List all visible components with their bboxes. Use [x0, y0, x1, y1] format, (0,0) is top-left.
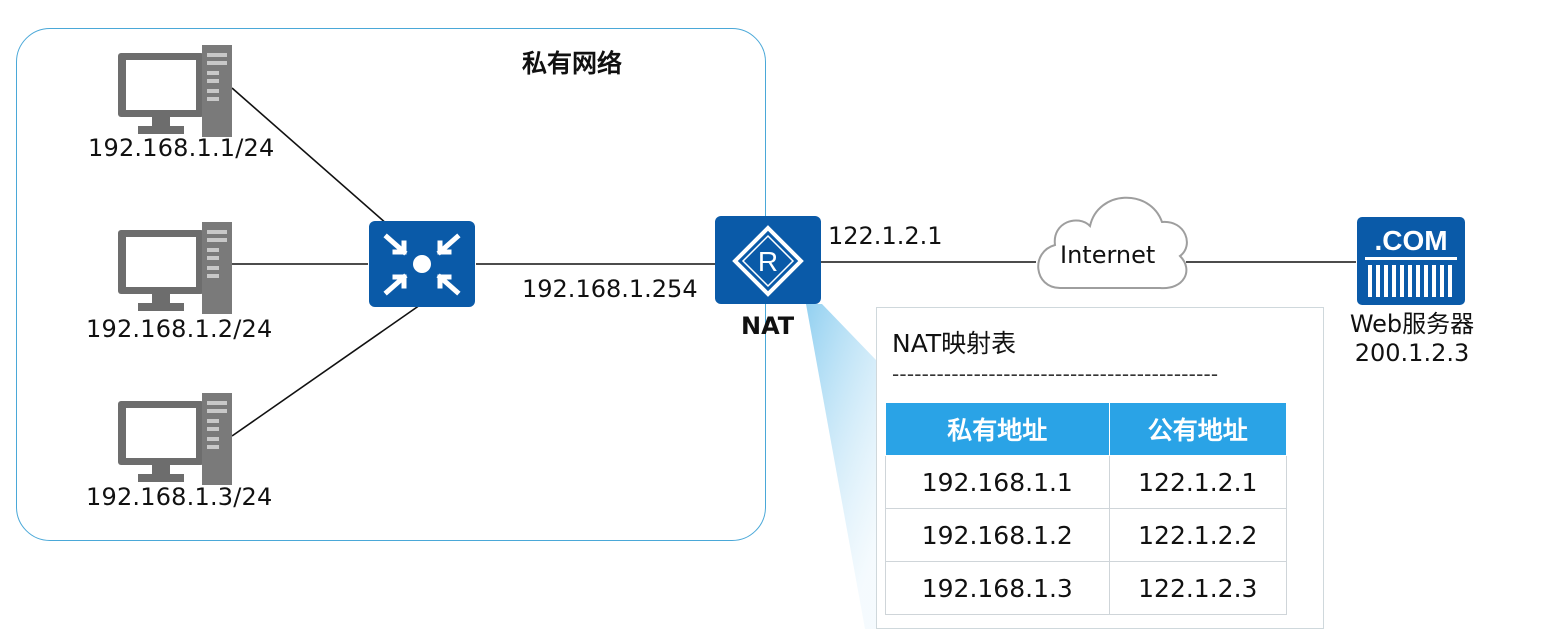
nat-table-title: NAT映射表: [892, 329, 1017, 358]
nat-table-separator: ----------------------------------------…: [892, 362, 1219, 386]
private-network-title: 私有网络: [522, 49, 623, 78]
link-pc3-switch: [231, 304, 421, 437]
table-row: 192.168.1.2 122.1.2.2: [885, 508, 1288, 562]
table-row: 192.168.1.3 122.1.2.3: [885, 561, 1288, 615]
router-wan-ip: 122.1.2.1: [828, 222, 943, 250]
web-server-ip: 200.1.2.3: [1354, 339, 1470, 367]
web-server-icon: .COM: [1357, 217, 1465, 305]
host-2-ip-label: 192.168.1.2/24: [86, 315, 273, 343]
pc-3-icon: [118, 393, 232, 485]
switch-icon: [369, 221, 475, 307]
web-server-name: Web服务器: [1349, 310, 1475, 338]
host-1-ip-label: 192.168.1.1/24: [88, 134, 275, 162]
server-badge: .COM: [1374, 225, 1447, 256]
public-address-cell: 122.1.2.2: [1108, 508, 1288, 562]
header-private-address: 私有地址: [885, 402, 1110, 456]
web-server-label: Web服务器 200.1.2.3: [1342, 310, 1482, 368]
header-public-address: 公有地址: [1108, 402, 1288, 456]
pc-1-icon: [118, 45, 232, 137]
table-header-row: 私有地址 公有地址: [885, 402, 1288, 456]
host-3-ip-label: 192.168.1.3/24: [86, 483, 273, 511]
router-nat-label: NAT: [741, 312, 795, 340]
internet-cloud-icon: [1037, 196, 1188, 290]
internet-label: Internet: [1060, 241, 1156, 269]
public-address-cell: 122.1.2.1: [1108, 455, 1288, 509]
link-pc1-switch: [231, 87, 389, 226]
pc-2-icon: [118, 222, 232, 314]
router-icon: R: [715, 216, 821, 304]
private-address-cell: 192.168.1.2: [885, 508, 1110, 562]
nat-mapping-table: 私有地址 公有地址 192.168.1.1 122.1.2.1 192.168.…: [885, 402, 1288, 615]
router-lan-ip: 192.168.1.254: [522, 275, 698, 303]
public-address-cell: 122.1.2.3: [1108, 561, 1288, 615]
private-address-cell: 192.168.1.3: [885, 561, 1110, 615]
nat-callout-beam: [806, 304, 876, 629]
table-row: 192.168.1.1 122.1.2.1: [885, 455, 1288, 509]
router-glyph: R: [758, 246, 778, 277]
private-address-cell: 192.168.1.1: [885, 455, 1110, 509]
